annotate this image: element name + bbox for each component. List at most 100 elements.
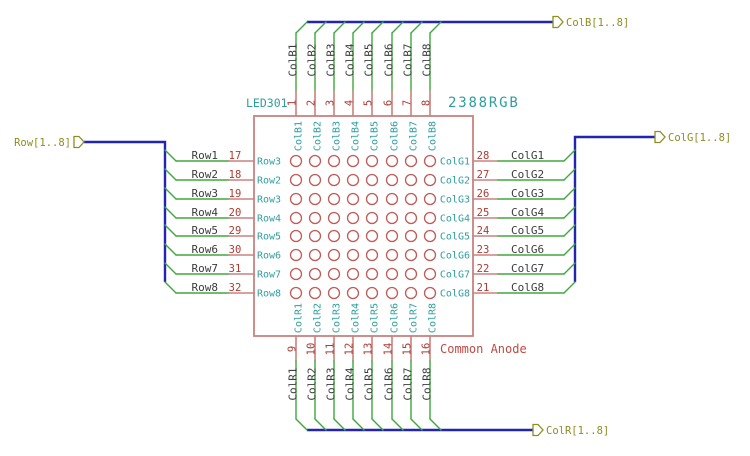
net-label[interactable]: ColR7 bbox=[402, 367, 415, 400]
led-circle bbox=[346, 154, 360, 168]
global-label-colr[interactable]: ColR[1..8] bbox=[532, 423, 609, 438]
global-label-colb[interactable]: ColB[1..8] bbox=[552, 15, 629, 30]
bus-entry[interactable] bbox=[352, 21, 365, 34]
net-label[interactable]: Row2 bbox=[192, 168, 219, 181]
net-label[interactable]: Row1 bbox=[192, 149, 219, 162]
bus-entry[interactable] bbox=[295, 21, 308, 34]
bus-entry[interactable] bbox=[391, 418, 404, 431]
bus-entry[interactable] bbox=[164, 243, 177, 256]
net-label[interactable]: ColG6 bbox=[511, 243, 544, 256]
net-label[interactable]: Row6 bbox=[192, 243, 219, 256]
bus-entry[interactable] bbox=[563, 206, 576, 219]
component-reference[interactable]: LED301 bbox=[246, 96, 288, 110]
bus-entry[interactable] bbox=[563, 187, 576, 200]
led-circle bbox=[365, 192, 379, 206]
net-label[interactable]: ColB5 bbox=[363, 43, 376, 76]
bus-entry[interactable] bbox=[314, 21, 327, 34]
pin-number: 24 bbox=[477, 225, 490, 237]
pin-number: 28 bbox=[477, 150, 490, 162]
global-label-colg[interactable]: ColG[1..8] bbox=[654, 130, 731, 145]
net-label[interactable]: ColG1 bbox=[511, 149, 544, 162]
global-label-row[interactable]: Row[1..8] bbox=[14, 135, 85, 150]
component-body[interactable] bbox=[253, 115, 474, 337]
bus-entry[interactable] bbox=[371, 21, 384, 34]
bus-entry[interactable] bbox=[164, 262, 177, 275]
bus-entry[interactable] bbox=[164, 168, 177, 181]
bus-entry[interactable] bbox=[164, 224, 177, 237]
colg-bus[interactable] bbox=[573, 135, 655, 282]
led-circle bbox=[327, 154, 341, 168]
led-circle bbox=[308, 248, 322, 262]
pin-number: 27 bbox=[477, 169, 490, 181]
bus-entry[interactable] bbox=[314, 418, 327, 431]
pin-name: ColB8 bbox=[427, 121, 438, 151]
bus-entry[interactable] bbox=[295, 418, 308, 431]
led-circle bbox=[308, 192, 322, 206]
component-value[interactable]: 2388RGB bbox=[448, 95, 520, 111]
bus-entry[interactable] bbox=[410, 21, 423, 34]
net-label[interactable]: ColG4 bbox=[511, 206, 544, 219]
net-label[interactable]: ColG8 bbox=[511, 281, 544, 294]
bus-entry[interactable] bbox=[164, 206, 177, 219]
bus-entry[interactable] bbox=[164, 281, 177, 294]
net-label[interactable]: ColB8 bbox=[421, 43, 434, 76]
net-label[interactable]: ColG7 bbox=[511, 262, 544, 275]
net-label[interactable]: Row3 bbox=[192, 187, 219, 200]
bus-entry[interactable] bbox=[563, 281, 576, 294]
led-circle bbox=[365, 173, 379, 187]
net-label[interactable]: ColG2 bbox=[511, 168, 544, 181]
net-label[interactable]: ColB3 bbox=[325, 43, 338, 76]
bus-entry[interactable] bbox=[563, 262, 576, 275]
net-label[interactable]: ColR3 bbox=[325, 367, 338, 400]
bus-entry[interactable] bbox=[429, 21, 442, 34]
bus-entry[interactable] bbox=[563, 168, 576, 181]
net-label[interactable]: ColB4 bbox=[344, 43, 357, 76]
net-label[interactable]: ColR4 bbox=[344, 367, 357, 400]
pin-name: ColB4 bbox=[350, 121, 361, 151]
pin-name: Row2 bbox=[257, 175, 281, 186]
pin-name: Row5 bbox=[257, 231, 281, 242]
led-circle bbox=[346, 229, 360, 243]
net-label[interactable]: ColB7 bbox=[402, 43, 415, 76]
net-label[interactable]: ColR5 bbox=[363, 367, 376, 400]
pin-number: 11 bbox=[325, 343, 337, 356]
bus-entry[interactable] bbox=[410, 418, 423, 431]
pin-name: ColG7 bbox=[440, 269, 470, 280]
net-label[interactable]: ColB1 bbox=[287, 43, 300, 76]
net-label[interactable]: ColB2 bbox=[306, 43, 319, 76]
bus-entry[interactable] bbox=[333, 418, 346, 431]
led-circle bbox=[289, 267, 303, 281]
pin-name: Row3 bbox=[257, 194, 281, 205]
net-label[interactable]: Row5 bbox=[192, 224, 219, 237]
bus-entry[interactable] bbox=[563, 149, 576, 162]
bus-entry[interactable] bbox=[371, 418, 384, 431]
led-circle bbox=[365, 211, 379, 225]
global-label-row-text: Row[1..8] bbox=[14, 137, 71, 149]
net-label[interactable]: ColB6 bbox=[383, 43, 396, 76]
net-label[interactable]: ColR1 bbox=[287, 367, 300, 400]
row-bus[interactable] bbox=[84, 140, 167, 282]
bus-entry[interactable] bbox=[563, 243, 576, 256]
net-label[interactable]: ColR6 bbox=[383, 367, 396, 400]
pin-name: Row8 bbox=[257, 288, 281, 299]
net-label[interactable]: Row7 bbox=[192, 262, 219, 275]
net-label[interactable]: ColR2 bbox=[306, 367, 319, 400]
led-circle bbox=[308, 267, 322, 281]
bus-entry[interactable] bbox=[333, 21, 346, 34]
net-label[interactable]: ColR8 bbox=[421, 367, 434, 400]
net-label[interactable]: Row4 bbox=[192, 206, 219, 219]
bus-entry[interactable] bbox=[563, 224, 576, 237]
net-label[interactable]: ColG5 bbox=[511, 224, 544, 237]
bus-entry[interactable] bbox=[164, 187, 177, 200]
pin-name: ColR3 bbox=[331, 303, 342, 333]
bus-entry[interactable] bbox=[429, 418, 442, 431]
net-label[interactable]: ColG3 bbox=[511, 187, 544, 200]
net-label[interactable]: Row8 bbox=[192, 281, 219, 294]
led-circle bbox=[385, 248, 399, 262]
bus-entry[interactable] bbox=[164, 149, 177, 162]
pin-name: ColG1 bbox=[440, 156, 470, 167]
bus-entry[interactable] bbox=[391, 21, 404, 34]
bus-entry[interactable] bbox=[352, 418, 365, 431]
